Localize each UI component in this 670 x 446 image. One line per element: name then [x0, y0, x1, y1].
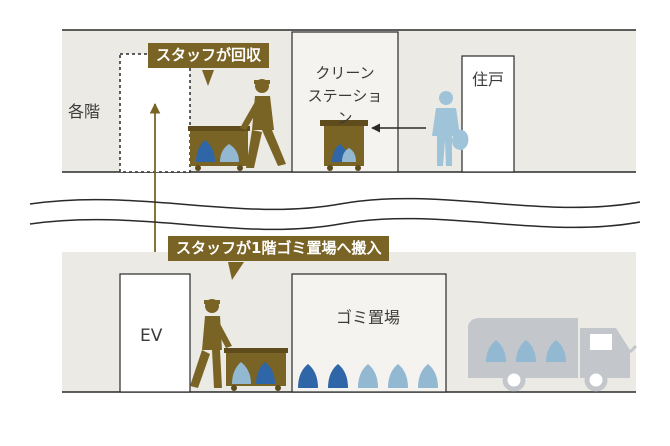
- staff-figure-icon: [240, 79, 286, 168]
- garbage-cart-icon: [224, 348, 288, 391]
- residence-door: [461, 55, 515, 173]
- floor-break-line-top: [29, 197, 641, 211]
- resident-figure-icon: [432, 91, 469, 166]
- clean-station-room: [291, 31, 399, 173]
- elevator-ground: [119, 273, 191, 393]
- callout-tail-upper: [202, 70, 214, 86]
- callout-tail-ground: [228, 262, 244, 280]
- ev-label: EV: [140, 326, 163, 346]
- callout-staff-collect: スタッフが回収: [148, 43, 270, 68]
- residence-label: 住戸: [472, 70, 505, 89]
- callout-staff-transport: スタッフが1階ゴミ置場へ搬入: [168, 236, 390, 261]
- floor-break-line-bottom: [29, 217, 641, 231]
- garbage-truck-icon: [468, 318, 638, 392]
- garbage-bag-icon: [298, 364, 438, 388]
- garbage-bin-icon: [320, 120, 368, 171]
- floor-label-each: 各階: [68, 102, 101, 121]
- garbage-cart-icon: [188, 126, 250, 171]
- garbage-area-label: ゴミ置場: [336, 308, 401, 327]
- staff-figure-icon: [190, 299, 232, 388]
- clean-station-label: クリーン ステーション: [307, 64, 383, 127]
